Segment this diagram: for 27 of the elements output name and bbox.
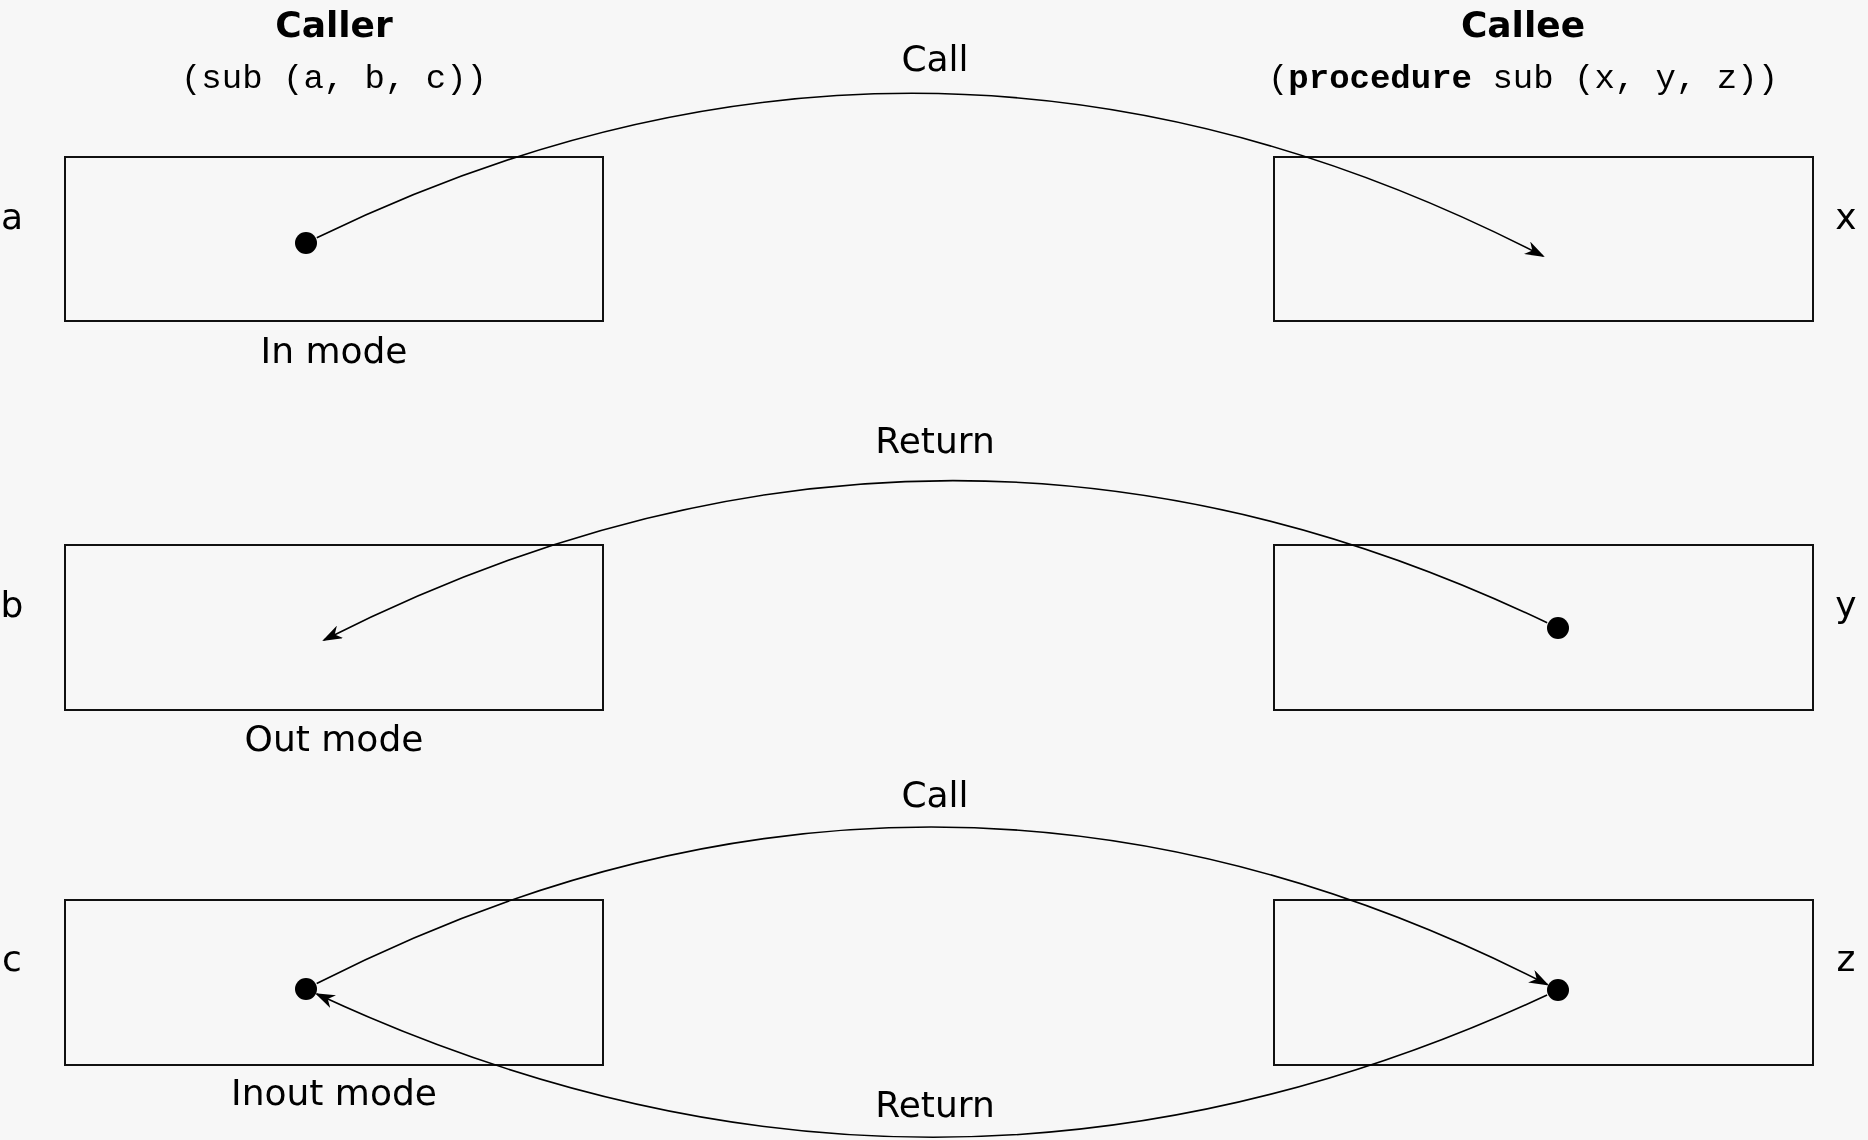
mode-caption: In mode <box>260 330 408 371</box>
parameter-name: c <box>2 938 22 979</box>
memory-box <box>1273 156 1814 322</box>
parameter-name: x <box>1835 196 1857 237</box>
memory-box <box>64 899 604 1066</box>
parameter-name: y <box>1835 584 1857 625</box>
parameter-name: b <box>0 584 24 625</box>
column-heading: Caller <box>275 4 393 45</box>
curved-arrow <box>315 826 1550 986</box>
dot-marker <box>295 978 317 1000</box>
curved-arrow <box>322 479 1548 641</box>
dot-marker <box>1547 617 1569 639</box>
parameter-name: z <box>1836 938 1856 979</box>
parameter-name: a <box>0 196 24 237</box>
memory-box <box>1273 544 1814 711</box>
code-signature: (procedure sub (x, y, z)) <box>1267 60 1779 98</box>
dot-marker <box>1547 979 1569 1001</box>
curved-arrow <box>315 993 1548 1139</box>
column-heading: Callee <box>1460 4 1586 45</box>
curved-arrow <box>316 92 1545 257</box>
memory-box <box>64 544 604 711</box>
dot-marker <box>295 232 317 254</box>
mode-caption: Out mode <box>244 718 424 759</box>
memory-box <box>1273 899 1814 1066</box>
code-signature: (sub (a, b, c)) <box>180 60 488 98</box>
mode-caption: Inout mode <box>231 1072 437 1113</box>
memory-box <box>64 156 604 322</box>
